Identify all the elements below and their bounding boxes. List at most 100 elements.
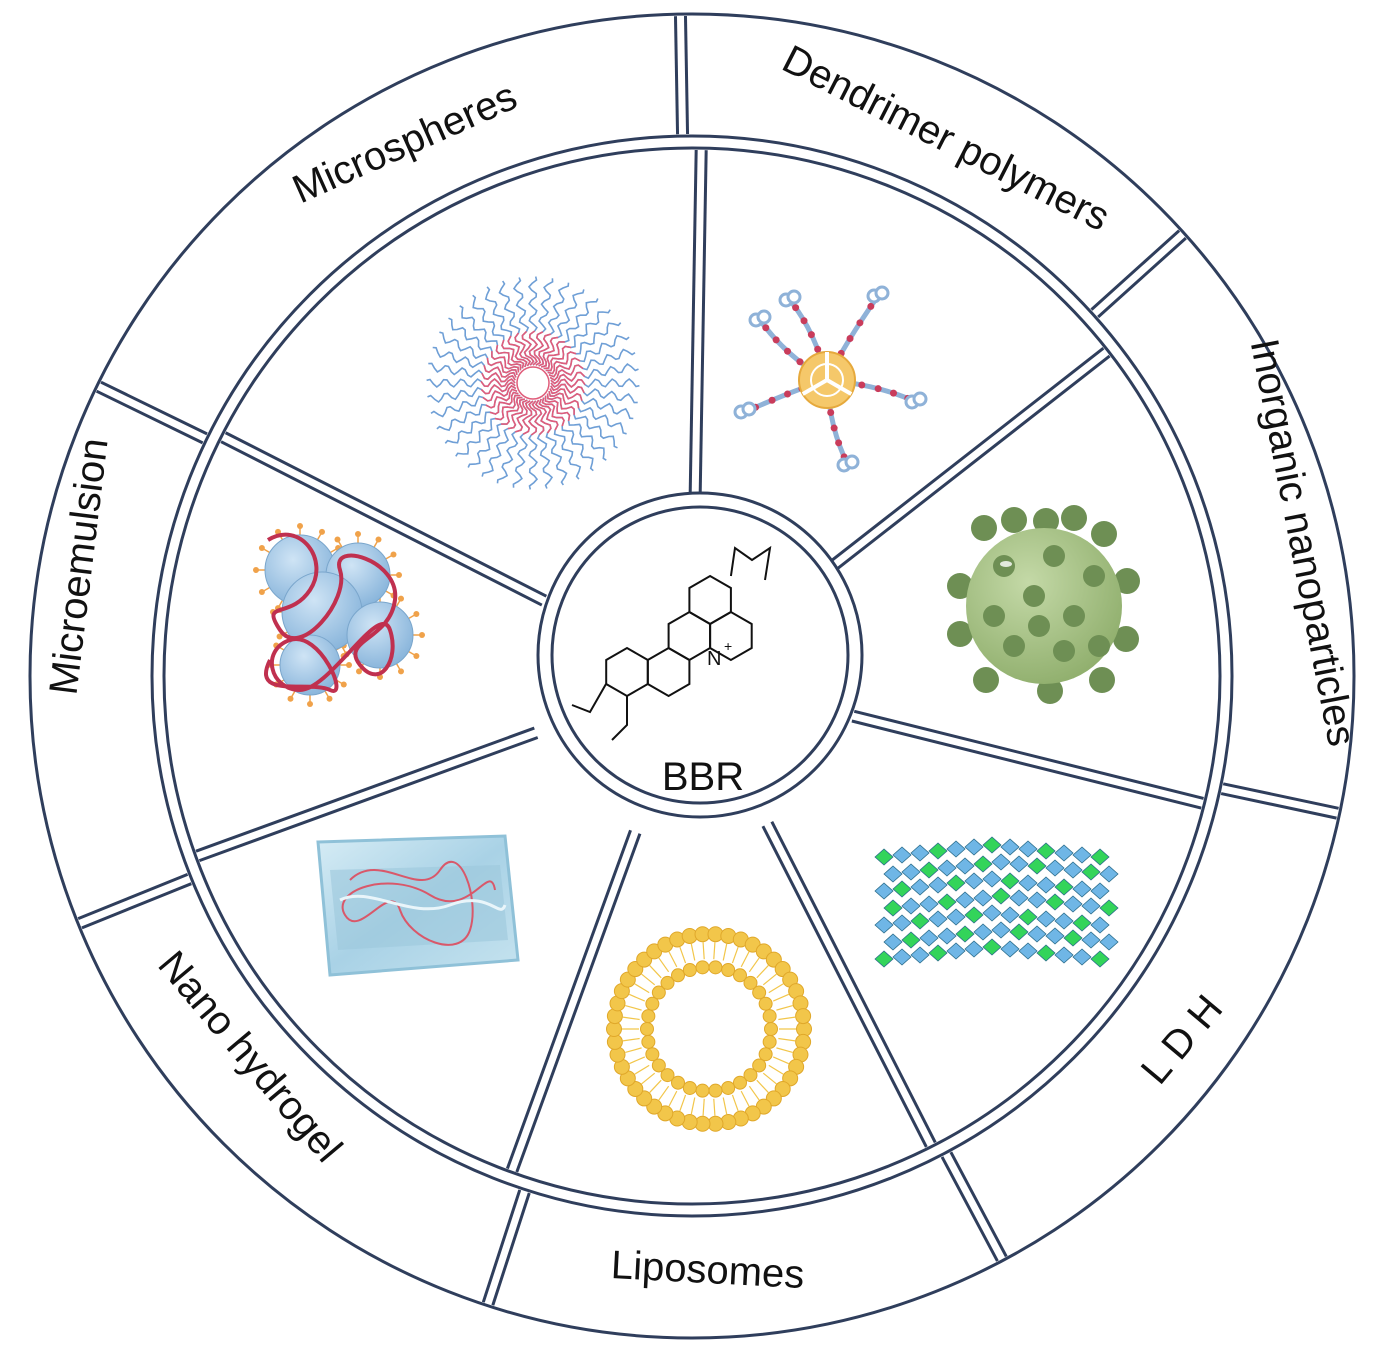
ldh-octahedron	[1018, 942, 1038, 960]
dendrimer-bead	[772, 336, 780, 344]
nanoparticle-spike	[1061, 505, 1087, 531]
outer-divider-5-edge-a	[77, 873, 189, 920]
inner-divider-1-edge-a	[824, 354, 1111, 579]
dendrimer-bead	[858, 381, 866, 389]
ldh-octahedron	[937, 893, 957, 911]
lipid-head	[762, 1009, 777, 1024]
nanoparticle-spike	[1113, 626, 1139, 652]
ldh-octahedron	[874, 848, 894, 866]
lipid-tail	[722, 1097, 728, 1115]
dendrimer-bead	[784, 390, 792, 398]
surfactant-head	[319, 528, 325, 535]
charge-label: +	[724, 638, 732, 654]
ldh-octahedron	[892, 880, 912, 898]
ldh-octahedron	[892, 948, 912, 966]
lipid-tail	[658, 957, 670, 973]
nanoparticle-spike	[1001, 507, 1027, 533]
lipid-tail	[690, 1097, 696, 1115]
dendrimer-illustration	[733, 285, 928, 473]
dendrimer-tip	[756, 309, 772, 325]
micelle-core-strand	[550, 378, 586, 389]
lipid-tail	[641, 973, 656, 986]
ldh-octahedron	[883, 865, 903, 883]
ldh-octahedron	[946, 874, 966, 892]
dendrimer-bead	[846, 334, 854, 342]
micelle-core-strand	[531, 400, 545, 436]
lipid-tail	[778, 1037, 796, 1042]
ldh-octahedron	[1072, 914, 1092, 932]
micelle-core-strand	[481, 371, 516, 383]
dendrimer-bead	[796, 358, 804, 366]
micelle-core-strand	[544, 395, 571, 422]
ldh-lattice-illustration	[865, 830, 1120, 968]
ldh-octahedron	[1081, 863, 1101, 881]
nanoparticle-spike	[1033, 508, 1059, 534]
inner-divider-2-edge-a	[851, 719, 1202, 810]
ldh-octahedron	[1000, 872, 1020, 890]
ldh-octahedron	[901, 931, 921, 949]
ldh-octahedron	[892, 846, 912, 864]
micelle-core-strand	[549, 364, 584, 382]
micelle-core-strand	[541, 397, 565, 427]
lipid-head	[708, 1083, 723, 1098]
ring-e	[688, 574, 732, 626]
lipid-head	[762, 1034, 777, 1049]
lipid-head	[795, 1008, 812, 1025]
micelle-core-strand	[486, 357, 518, 376]
lipid-tail	[668, 951, 678, 968]
lipid-head	[752, 1058, 767, 1073]
ldh-octahedron	[1045, 927, 1065, 945]
nanoparticle-dot	[1023, 585, 1045, 607]
micelle-core	[516, 366, 550, 400]
ldh-octahedron	[937, 927, 957, 945]
outer-divider-2-edge-a	[1220, 792, 1337, 820]
methylenedioxy	[729, 545, 772, 581]
inner-divider-1-gap	[819, 348, 1110, 578]
ldh-octahedron	[955, 891, 975, 909]
ldh-octahedron	[1063, 861, 1083, 879]
ldh-octahedron	[1000, 838, 1020, 856]
dendrimer-core-spoke	[801, 378, 828, 396]
dendrimer-bead	[827, 408, 835, 416]
lipid-head	[640, 1022, 654, 1036]
lipid-tail	[713, 1098, 716, 1116]
micelle-core-strand	[501, 339, 525, 369]
ldh-octahedron	[928, 910, 948, 928]
ldh-octahedron	[946, 942, 966, 960]
lipid-tail	[748, 957, 760, 973]
ldh-octahedron	[901, 863, 921, 881]
micelle-core-strand	[543, 341, 565, 370]
surfactant-head	[346, 662, 352, 668]
lipid-tail	[649, 965, 662, 979]
lipid-tail	[702, 942, 705, 960]
lipid-tail	[628, 1056, 646, 1065]
surfactant-head	[398, 668, 404, 675]
microemulsion-illustration	[253, 523, 425, 707]
ldh-octahedron	[1054, 946, 1074, 964]
ldh-octahedron	[892, 914, 912, 932]
surfactant-head	[258, 545, 265, 551]
ldh-octahedron	[1009, 923, 1029, 941]
outer-divider-4-gap	[483, 1189, 530, 1306]
micelle-core-strand	[483, 365, 517, 378]
lipid-head	[671, 968, 685, 983]
lipid-tail	[748, 1085, 760, 1101]
lipid-tail	[625, 1047, 642, 1054]
lipid-tail	[622, 1016, 640, 1021]
ldh-octahedron	[946, 908, 966, 926]
ldh-octahedron	[1009, 855, 1029, 873]
lipid-tail	[772, 1056, 790, 1065]
ldh-octahedron	[1018, 908, 1038, 926]
lipid-head	[660, 975, 675, 990]
methoxy-1	[571, 683, 607, 714]
micelle-core-strand	[494, 394, 521, 421]
ldh-octahedron	[910, 946, 930, 964]
inner-divider-0-gap	[689, 149, 707, 511]
lipid-head	[682, 963, 697, 978]
ldh-octahedron	[1099, 933, 1119, 951]
liposome-illustration	[606, 926, 812, 1132]
surfactant-head	[419, 632, 425, 638]
lipid-tail	[776, 1047, 793, 1054]
inner-divider-6-edge-b	[220, 440, 543, 607]
